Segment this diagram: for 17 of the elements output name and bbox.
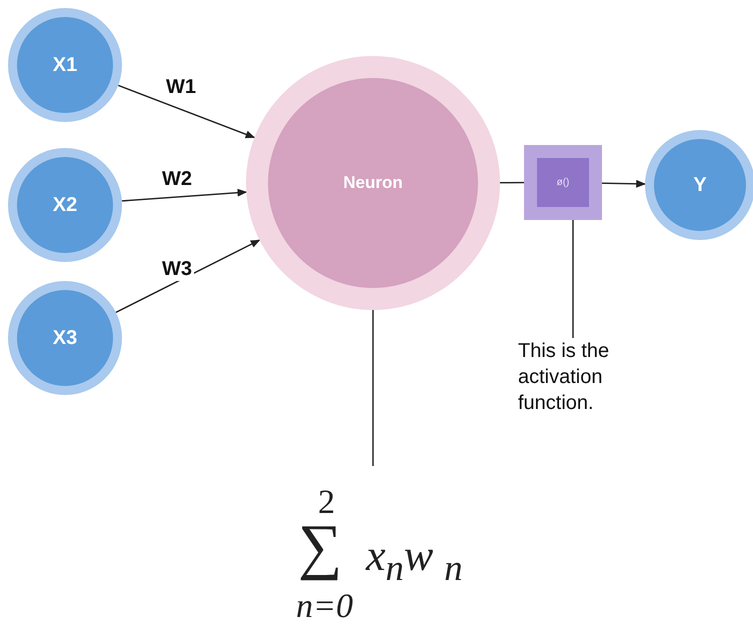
edge-label: W3	[160, 258, 194, 281]
arrow	[118, 84, 256, 138]
arrow	[602, 180, 646, 188]
node-label: X1	[52, 54, 78, 76]
function-label: ø()	[556, 177, 570, 188]
leader-line	[372, 310, 374, 466]
arrow	[116, 239, 260, 313]
activation-box	[524, 145, 602, 220]
node-label: Neuron	[343, 173, 403, 193]
summand: x$_{n}$w $_{n}$	[366, 530, 463, 589]
annotation-text: This is the activation function.	[518, 338, 668, 416]
arrow	[122, 188, 248, 202]
node-label: Y	[693, 174, 707, 196]
leader-line	[572, 220, 574, 338]
lower-limit: n=0	[296, 588, 353, 626]
node-label: X2	[52, 194, 78, 216]
node-label: X3	[52, 326, 78, 350]
